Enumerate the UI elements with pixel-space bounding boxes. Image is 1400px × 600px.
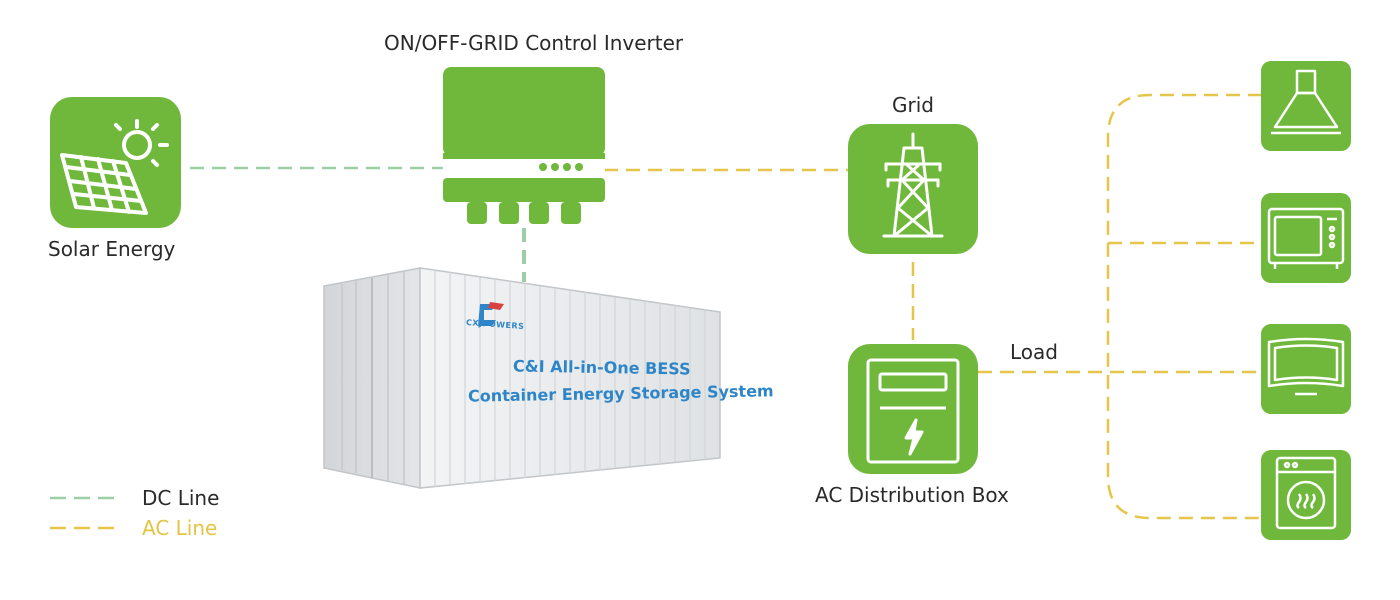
inverter [443, 67, 605, 229]
inverter-label: ON/OFF-GRID Control Inverter [384, 31, 684, 55]
legend-ac-label: AC Line [142, 516, 218, 540]
bess-container: CXJPOWERS C&I All-in-One BESS Container … [320, 262, 774, 492]
load-tile-microwave [1261, 193, 1351, 283]
inverter-icon [443, 67, 605, 224]
load-tile-range-hood [1261, 61, 1351, 151]
ac-load-bus [1106, 93, 1262, 520]
distribution-box-icon [866, 358, 960, 464]
range-hood-icon [1271, 69, 1341, 135]
container-image [323, 267, 721, 489]
solar-panel-sun-icon [60, 119, 169, 215]
legend-dc-label: DC Line [142, 486, 220, 510]
ac-box-label: AC Distribution Box [815, 483, 1009, 507]
load-label: Load [1010, 340, 1058, 364]
power-tower-icon [882, 132, 944, 238]
load-tile-tv [1261, 324, 1351, 414]
microwave-icon [1267, 207, 1345, 269]
solar-label: Solar Energy [48, 237, 176, 261]
ac-box-tile [848, 344, 978, 474]
container-title-line1: C&I All-in-One BESS [512, 356, 691, 379]
tv-icon [1267, 337, 1345, 396]
load-tile-washer [1261, 450, 1351, 540]
legend-lines [50, 496, 120, 530]
washing-machine-icon [1275, 456, 1337, 530]
grid-label: Grid [892, 93, 934, 117]
solar-tile [50, 97, 181, 228]
grid-tile [848, 124, 978, 254]
